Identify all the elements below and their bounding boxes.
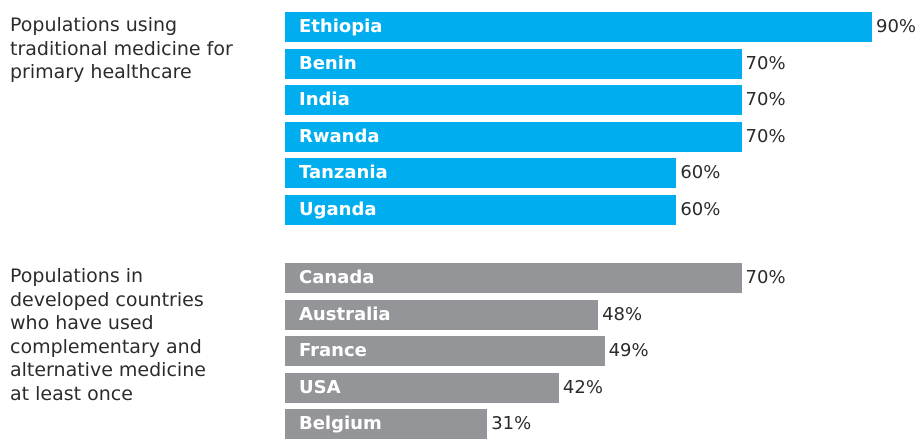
bar-label-benin: Benin [299, 52, 357, 74]
value-label-australia: 48% [602, 303, 643, 325]
bar-label-india: India [299, 89, 350, 110]
value-label-france: 49% [608, 340, 649, 361]
bar-label-france: France [299, 340, 367, 361]
group-label-traditional-medicine: Populations using traditional medicine f… [10, 14, 233, 83]
bar-usa: USA [285, 372, 559, 403]
bar-label-ethiopia: Ethiopia [299, 16, 383, 37]
bar-benin: Benin [285, 48, 742, 79]
value-label-uganda: 60% [680, 198, 721, 220]
bar-label-usa: USA [299, 376, 341, 398]
bar-ethiopia: Ethiopia [285, 12, 872, 42]
value-label-belgium: 31% [491, 413, 532, 434]
bar-label-tanzania: Tanzania [299, 162, 388, 183]
bar-india: India [285, 85, 742, 115]
bar-canada: Canada [285, 263, 742, 293]
value-label-rwanda: 70% [745, 125, 786, 147]
group-label-complementary-medicine: Populations in developed countries who h… [10, 265, 206, 405]
value-label-canada: 70% [745, 267, 786, 288]
value-label-benin: 70% [745, 52, 786, 74]
bar-label-australia: Australia [299, 303, 391, 325]
value-label-ethiopia: 90% [876, 16, 917, 37]
value-label-india: 70% [745, 89, 786, 110]
bar-rwanda: Rwanda [285, 121, 742, 152]
value-label-tanzania: 60% [680, 162, 721, 183]
bar-label-uganda: Uganda [299, 198, 377, 220]
bar-label-rwanda: Rwanda [299, 125, 380, 147]
bar-label-canada: Canada [299, 267, 375, 288]
bar-tanzania: Tanzania [285, 158, 677, 188]
bar-france: France [285, 336, 605, 366]
bar-australia: Australia [285, 299, 599, 330]
bar-belgium: Belgium [285, 409, 488, 439]
bar-uganda: Uganda [285, 194, 677, 225]
bar-label-belgium: Belgium [299, 413, 382, 434]
value-label-usa: 42% [562, 376, 603, 398]
